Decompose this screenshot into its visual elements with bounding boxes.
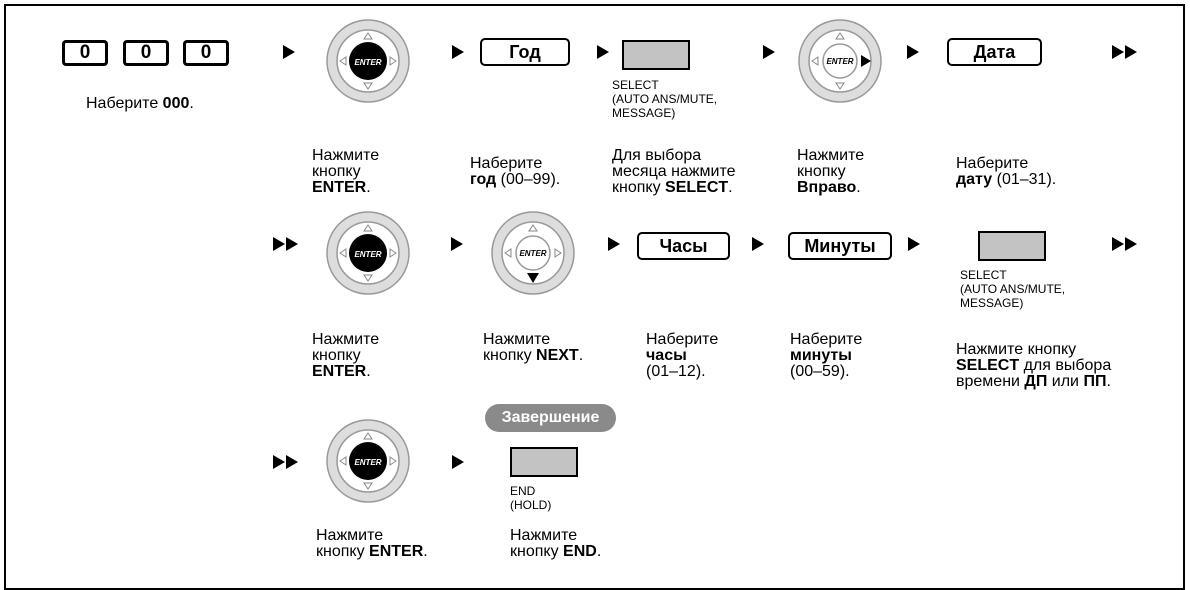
end-button (510, 447, 578, 477)
flow-arrow (752, 237, 764, 251)
select-label: SELECT(AUTO ANS/MUTE,MESSAGE) (960, 268, 1066, 310)
finish-badge: Завершение (485, 404, 616, 432)
year-key: Год (480, 38, 570, 66)
select-button (622, 40, 690, 70)
minutes-key: Минуты (788, 232, 892, 260)
flow-arrow (908, 237, 920, 251)
end-label: END(HOLD) (510, 484, 552, 512)
svg-text:ENTER: ENTER (826, 57, 853, 66)
continue-double-arrow (1112, 45, 1138, 64)
flow-arrow (597, 45, 609, 59)
flow-arrow (452, 455, 464, 469)
digit-key-0-c: 0 (183, 40, 229, 66)
caption-dial-000: Наберите 000. (86, 95, 194, 112)
continue-double-arrow (273, 455, 299, 474)
navigator-right-icon: ENTER (798, 19, 882, 103)
navigator-enter-icon: ENTER (326, 19, 410, 103)
digit-key-0-b: 0 (123, 40, 169, 66)
flow-arrow (907, 45, 919, 59)
navigator-down-icon: ENTER (491, 211, 575, 295)
svg-text:ENTER: ENTER (519, 249, 546, 258)
svg-text:ENTER: ENTER (354, 458, 381, 467)
flow-arrow (451, 237, 463, 251)
hours-key: Часы (637, 232, 730, 260)
svg-text:ENTER: ENTER (354, 250, 381, 259)
flow-arrow (452, 45, 464, 59)
select-label: SELECT(AUTO ANS/MUTE,MESSAGE) (612, 78, 718, 120)
caption-select-ampm: Нажмите кнопку SELECT для выбора времени… (956, 341, 1112, 390)
select-button (978, 231, 1046, 261)
continue-double-arrow (1112, 237, 1138, 256)
digit-key-0-a: 0 (62, 40, 108, 66)
continue-double-arrow (273, 237, 299, 256)
flow-arrow (608, 237, 620, 251)
navigator-enter-icon: ENTER (326, 419, 410, 503)
enter-label-text: ENTER (354, 58, 381, 67)
flow-arrow (763, 45, 775, 59)
flow-arrow (283, 45, 295, 59)
date-key: Дата (947, 38, 1042, 66)
navigator-enter-icon: ENTER (326, 211, 410, 295)
